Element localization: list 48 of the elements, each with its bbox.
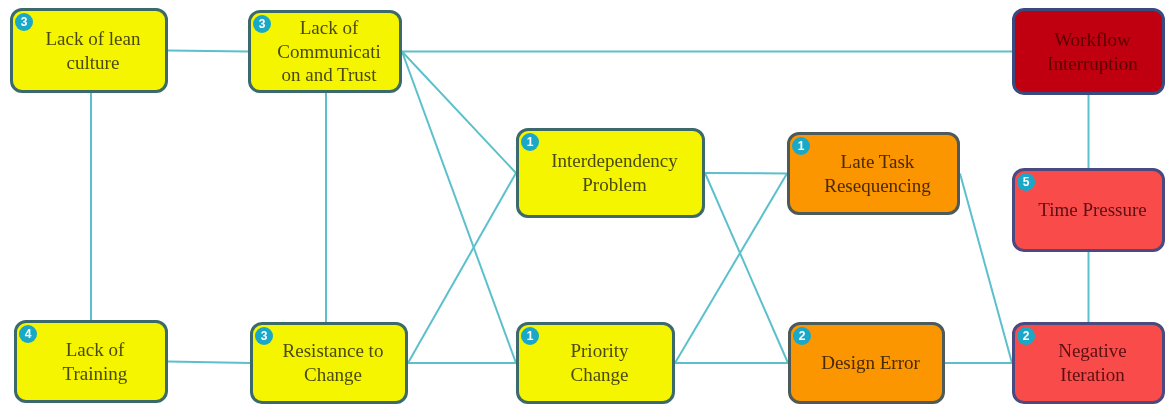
count-badge: 2 xyxy=(1017,327,1035,345)
factor-box xyxy=(1012,8,1165,95)
count-badge: 2 xyxy=(793,327,811,345)
connector-line xyxy=(704,172,788,175)
connector-line xyxy=(90,92,92,321)
count-badge: 4 xyxy=(19,325,37,343)
factor-box xyxy=(250,322,408,404)
factor-label: Workflow Interruption xyxy=(1046,27,1139,76)
count-badge: 3 xyxy=(15,13,33,31)
connector-line xyxy=(1087,251,1090,323)
connector-line xyxy=(401,50,1013,53)
connector-line xyxy=(407,362,517,364)
factor-label: Lack of Communicati on and Trust xyxy=(276,15,382,88)
factor-box xyxy=(248,10,402,93)
factor-label: Resistance to Change xyxy=(281,339,385,387)
factor-box xyxy=(10,8,168,93)
connector-line xyxy=(401,50,517,174)
factor-label: Interdependency Problem xyxy=(550,149,679,197)
factor-label: Time Pressure xyxy=(1038,198,1147,222)
count-badge: 3 xyxy=(253,15,271,33)
connector-line xyxy=(704,172,789,364)
connector-line xyxy=(167,49,249,53)
count-badge: 1 xyxy=(521,133,539,151)
factor-label: Negative Iteration xyxy=(1057,339,1128,387)
factor-label: Priority Change xyxy=(569,339,630,387)
connector-line xyxy=(674,172,788,364)
factor-box xyxy=(516,322,675,404)
factor-box xyxy=(516,128,705,218)
connector-line xyxy=(959,172,1013,364)
count-badge: 1 xyxy=(792,137,810,155)
factor-box xyxy=(787,132,960,215)
connector-line xyxy=(407,172,517,364)
connector-line xyxy=(674,362,789,364)
factor-box xyxy=(788,322,945,404)
connector-line xyxy=(325,92,327,323)
factor-label: Late Task Resequencing xyxy=(823,149,932,198)
factor-label: Design Error xyxy=(821,351,920,375)
connector-line xyxy=(944,362,1013,364)
count-badge: 3 xyxy=(255,327,273,345)
count-badge: 5 xyxy=(1017,173,1035,191)
factor-label: Lack of lean culture xyxy=(44,26,142,75)
count-badge: 1 xyxy=(521,327,539,345)
factor-box xyxy=(14,320,168,403)
factor-box xyxy=(1012,168,1165,252)
factor-label: Lack of Training xyxy=(61,337,129,386)
connector-line xyxy=(1087,94,1090,169)
connector-line xyxy=(167,360,251,364)
factor-box xyxy=(1012,322,1165,404)
